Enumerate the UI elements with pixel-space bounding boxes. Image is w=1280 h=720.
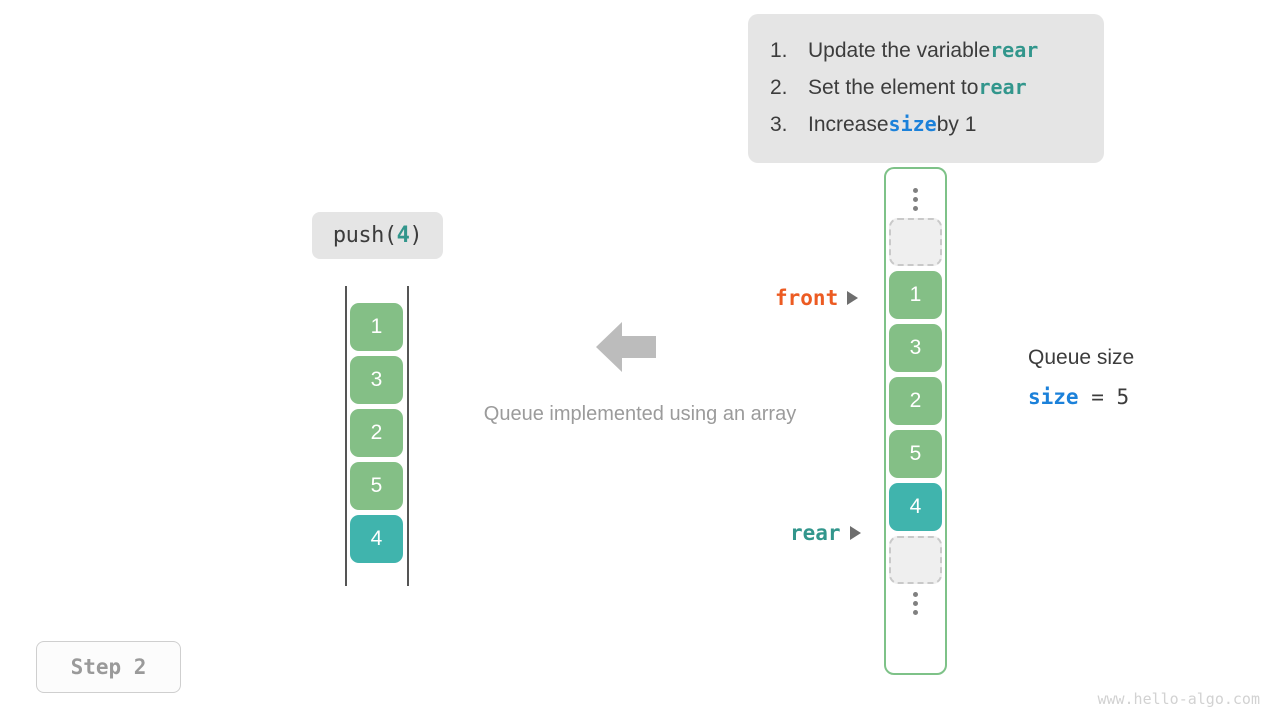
instruction-item-3: 3. Increase size by 1 [770,106,1078,143]
memory-cell: 5 [889,430,942,478]
logical-queue-array: 1 3 2 5 4 [345,286,409,586]
instruction-item-1: 1. Update the variable rear [770,32,1078,69]
memory-cell-empty [889,536,942,584]
queue-cell: 2 [350,409,403,457]
instruction-keyword-size: size [888,112,937,136]
operation-name: push( [332,223,397,248]
size-equals-sign: = [1091,385,1104,409]
ellipsis-bottom-icon [889,584,942,622]
instruction-number: 3. [770,113,788,136]
instruction-number: 2. [770,76,788,99]
queue-size-readout: Queue size size = 5 [1028,343,1134,411]
operation-label: push(4) [312,212,443,259]
memory-cells: 1 3 2 5 4 [889,218,942,584]
operation-argument: 4 [396,223,410,248]
rear-pointer-label: rear [790,521,861,545]
queue-cell: 3 [350,356,403,404]
instruction-text-tail: by 1 [936,113,977,136]
array-right-rule [407,286,409,586]
instruction-keyword-rear: rear [990,38,1039,62]
instruction-callout: 1. Update the variable rear 2. Set the e… [748,14,1104,163]
memory-cell-empty [889,218,942,266]
instruction-number: 1. [770,39,788,62]
diagram-caption: Queue implemented using an array [483,403,797,425]
instruction-text: Update the variable [808,39,991,62]
logical-queue-cells: 1 3 2 5 4 [350,303,403,563]
memory-cell-rear: 4 [889,483,942,531]
ellipsis-top-icon [889,180,942,218]
operation-close-paren: ) [409,223,423,248]
memory-cell: 3 [889,324,942,372]
pointer-triangle-icon [849,526,861,540]
memory-array-column: 1 3 2 5 4 [884,167,947,675]
instruction-text: Set the element to [808,76,979,99]
pointer-triangle-icon [847,291,859,305]
queue-cell: 1 [350,303,403,351]
queue-size-expression: size = 5 [1028,383,1134,411]
front-pointer-text: front [775,286,839,310]
queue-size-title: Queue size [1028,346,1135,369]
instruction-keyword-rear: rear [978,75,1027,99]
instruction-text: Increase [808,113,889,136]
memory-cell: 2 [889,377,942,425]
queue-cell: 5 [350,462,403,510]
rear-pointer-text: rear [790,521,841,545]
watermark: www.hello-algo.com [1097,690,1260,708]
array-left-rule [345,286,347,586]
size-value: 5 [1116,385,1130,409]
left-arrow-icon [596,322,656,372]
size-variable-name: size [1028,385,1079,409]
instruction-item-2: 2. Set the element to rear [770,69,1078,106]
memory-cell: 1 [889,271,942,319]
front-pointer-label: front [775,286,859,310]
queue-cell-new: 4 [350,515,403,563]
step-badge: Step 2 [36,641,181,693]
